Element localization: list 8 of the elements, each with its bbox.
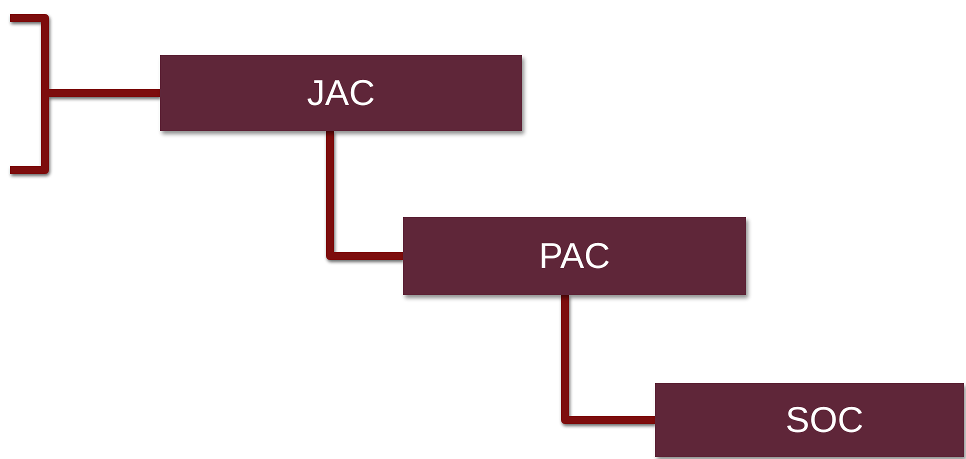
box-label: SOC <box>785 402 864 438</box>
process-box <box>655 383 964 457</box>
box-label: PAC <box>538 238 610 274</box>
connector-line <box>561 295 655 424</box>
process-box <box>403 217 746 295</box>
process-box <box>160 55 522 131</box>
box-label: JAC <box>306 75 375 111</box>
connector-line <box>326 131 403 260</box>
